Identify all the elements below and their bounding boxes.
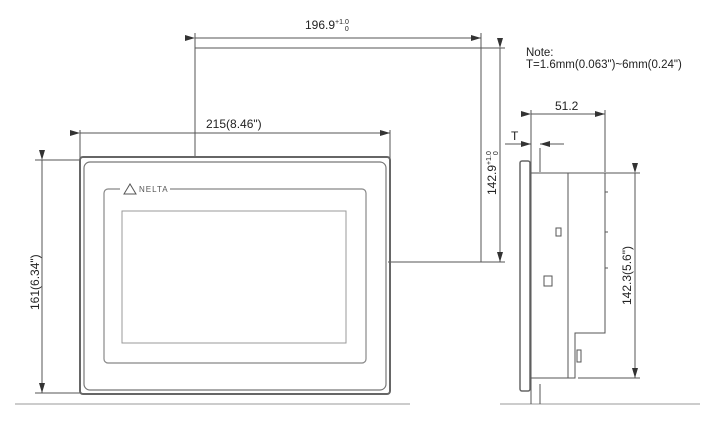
thickness-label: T	[511, 129, 519, 143]
cutout-height-value: 142.9	[485, 164, 499, 195]
cutout-height-tol-upper: +1.0	[486, 151, 493, 165]
delta-logo-icon	[120, 183, 170, 195]
note-text: T=1.6mm(0.063")~6mm(0.24")	[526, 59, 682, 71]
front-width-label: 215(8.46")	[206, 117, 262, 131]
cutout-height-tol-lower: 0	[493, 151, 500, 156]
front-height-label: 161(6.34")	[28, 254, 42, 310]
cutout-height-label: 142.9+1.00	[485, 147, 500, 195]
side-height-label: 142.3(5.6")	[620, 246, 634, 305]
side-view	[505, 110, 640, 404]
front-panel	[79, 156, 391, 395]
cutout-width-value: 196.9	[305, 18, 336, 32]
logo-text: NELTA	[139, 185, 169, 194]
note-title: Note:	[526, 47, 554, 59]
cutout-width-tol-lower: 0	[344, 26, 349, 33]
note: Note: T=1.6mm(0.063")~6mm(0.24")	[526, 47, 682, 71]
depth-label: 51.2	[555, 99, 579, 113]
cutout-width-label: 196.9+1.00	[305, 18, 353, 33]
cutout-width-tol-upper: +1.0	[335, 19, 349, 26]
